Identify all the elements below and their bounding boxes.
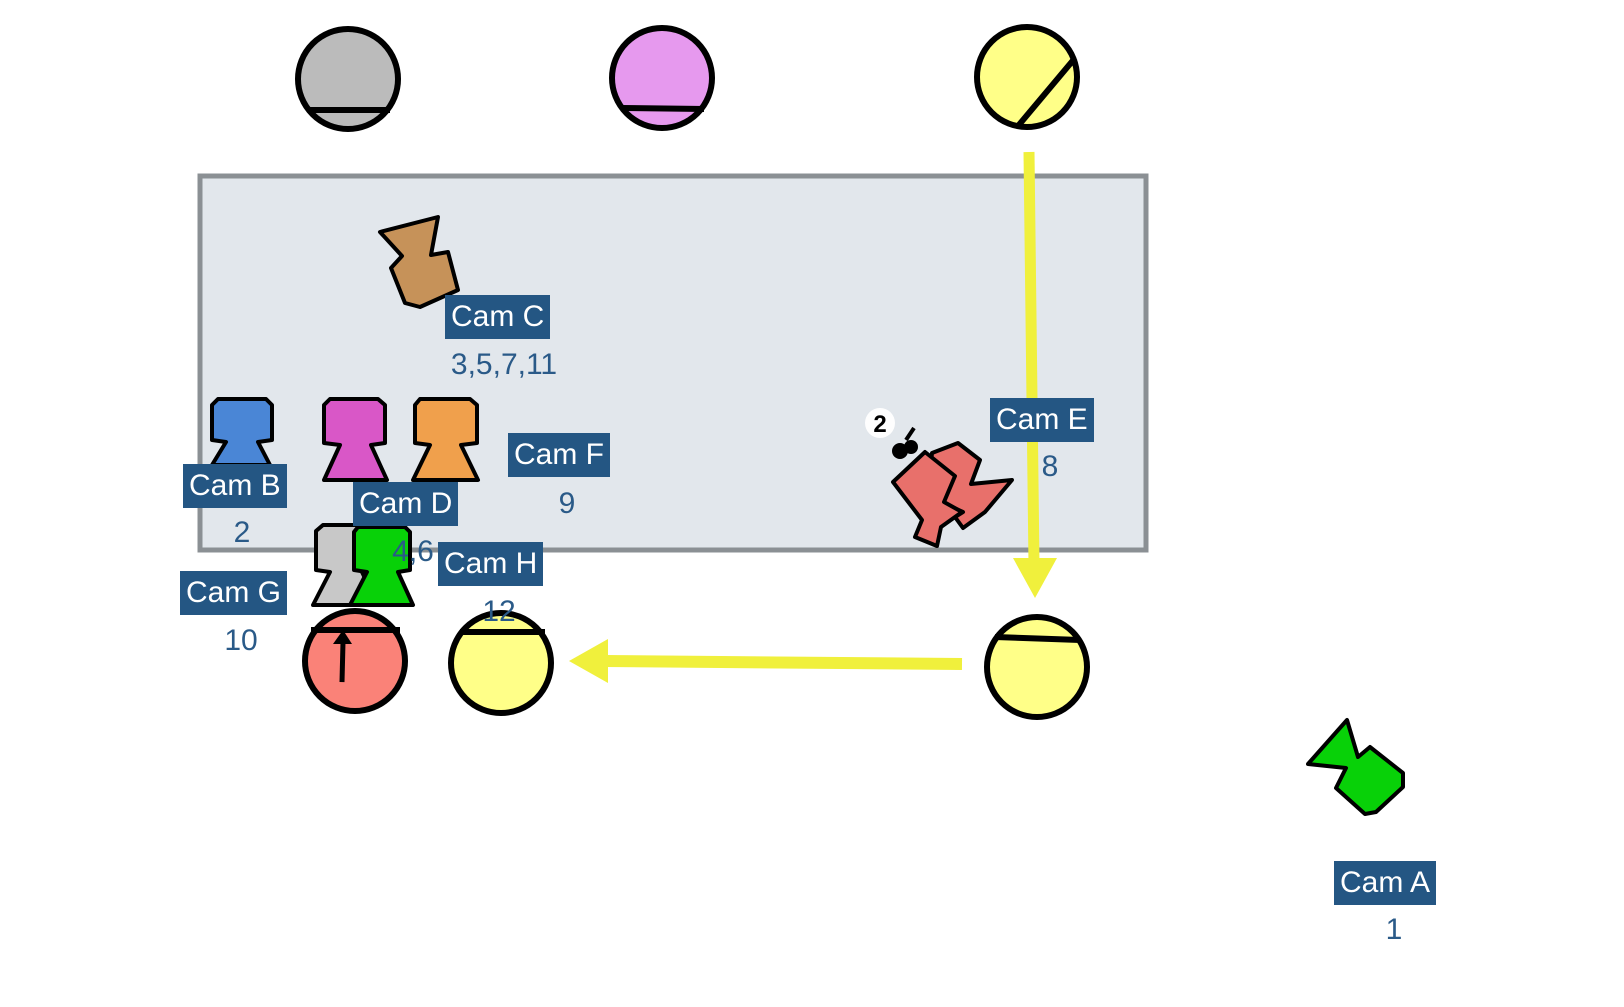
cam-g-label: Cam G	[180, 571, 288, 615]
camera-f-icon[interactable]	[411, 397, 480, 482]
cam-c-shots: 3,5,7,11	[450, 348, 558, 381]
cam-g-shots: 10	[224, 624, 258, 657]
cam-f-shots: 9	[558, 487, 576, 520]
target-gray-top[interactable]	[295, 26, 401, 132]
cam-h-shots: 12	[482, 595, 516, 628]
cam-a-shots: 1	[1385, 913, 1403, 946]
cam-a-label: Cam A	[1334, 861, 1437, 905]
actor-number-badge: 2	[865, 408, 895, 438]
target-pink-top[interactable]	[609, 25, 715, 131]
cam-e-label: Cam E	[990, 398, 1094, 442]
cam-f-label: Cam F	[508, 433, 610, 477]
actor-figure-icon	[892, 426, 918, 459]
target-yellow-bottom-right[interactable]	[984, 614, 1090, 720]
set-area	[197, 173, 1149, 553]
cam-c-label: Cam C	[445, 295, 551, 339]
badge-text: 2	[873, 411, 886, 438]
cam-b-shots: 2	[233, 516, 251, 549]
camera-e-icon[interactable]	[891, 441, 1014, 548]
camera-d-icon[interactable]	[322, 397, 389, 482]
camera-b-icon[interactable]	[210, 397, 274, 467]
cam-e-shots: 8	[1041, 450, 1059, 483]
camera-a-icon[interactable]	[1306, 718, 1405, 816]
path-arrow-down	[1013, 151, 1057, 598]
cam-b-label: Cam B	[183, 464, 287, 508]
target-yellow-bottom-left[interactable]	[448, 610, 554, 716]
cam-d-label: Cam D	[353, 482, 459, 526]
cam-h-label: Cam H	[438, 542, 544, 586]
camera-c-icon[interactable]	[378, 215, 460, 309]
target-red-bottom[interactable]	[302, 608, 408, 714]
camera-h-icon[interactable]	[348, 525, 415, 607]
path-arrow-left	[569, 639, 963, 683]
cam-d-shots: 4,6	[392, 535, 434, 568]
target-yellow-top[interactable]	[974, 24, 1080, 130]
